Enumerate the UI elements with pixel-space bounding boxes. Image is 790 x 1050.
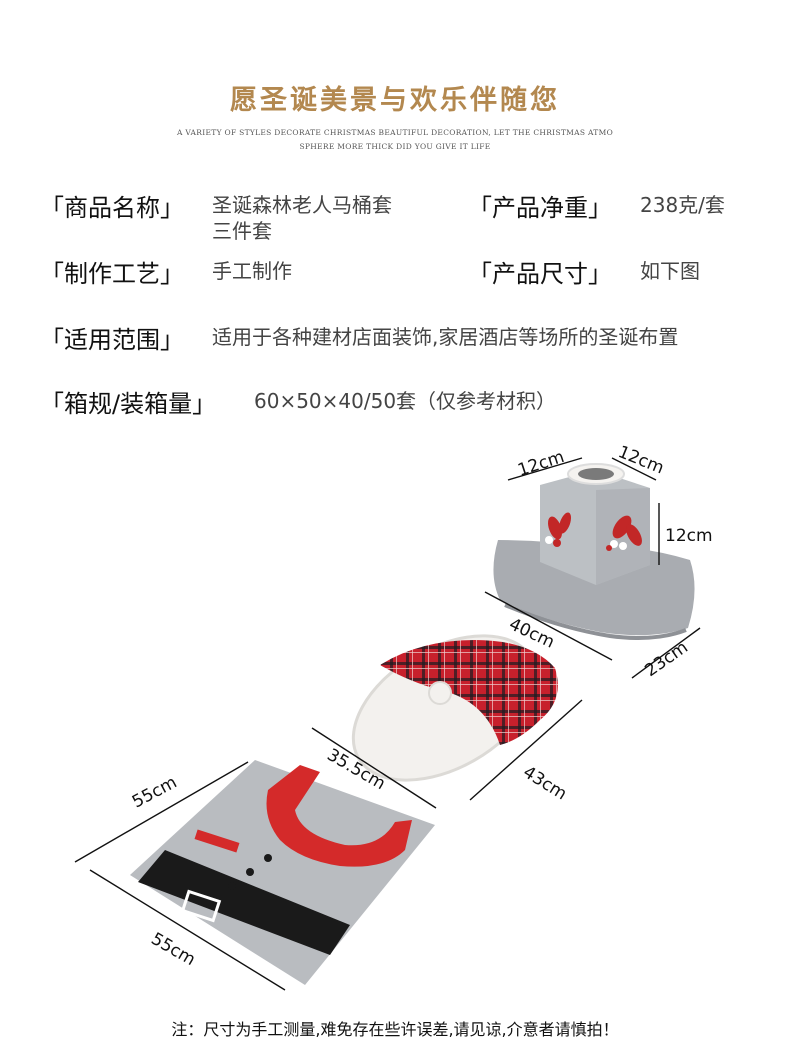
spec-scope-label: 「适用范围」	[40, 326, 184, 354]
dim-tank-top-left: 12cm	[515, 447, 566, 481]
spec-name-label: 「商品名称」	[40, 194, 184, 222]
page-title: 愿圣诞美景与欢乐伴随您	[230, 85, 560, 116]
holly-icon	[606, 515, 642, 551]
spec-name-value-line2: 三件套	[212, 219, 272, 243]
footer-note: 注：尺寸为手工测量,难免存在些许误差,请见谅,介意者请慎拍！	[171, 1020, 619, 1039]
spec-weight-value: 238克/套	[640, 193, 725, 217]
dimension-lines	[74, 457, 701, 991]
spec-scope-value: 适用于各种建材店面装饰,家居酒店等场所的圣诞布置	[212, 325, 679, 349]
lid-cover	[351, 634, 558, 782]
tank-cover	[493, 463, 695, 640]
dim-lid-length: 43cm	[519, 762, 570, 804]
page-subtitle-line2: SPHERE MORE THICK DID YOU GIVE IT LIFE	[299, 142, 491, 151]
dim-mat-length: 55cm	[148, 929, 199, 970]
spec-box-value: 60×50×40/50套（仅参考材积）	[254, 389, 557, 413]
floor-mat	[130, 760, 435, 985]
holly-icon	[545, 512, 572, 547]
spec-craft-value: 手工制作	[212, 259, 292, 283]
page-subtitle-line1: A VARIETY OF STYLES DECORATE CHRISTMAS B…	[176, 128, 614, 137]
spec-size-label: 「产品尺寸」	[468, 260, 612, 288]
spec-weight-label: 「产品净重」	[468, 194, 612, 222]
spec-size-value: 如下图	[640, 259, 700, 283]
dim-mat-width: 55cm	[129, 772, 180, 812]
dim-tank-depth: 23cm	[641, 637, 691, 681]
spec-craft-label: 「制作工艺」	[40, 260, 184, 288]
dim-tank-height: 12cm	[665, 526, 713, 546]
spec-box-label: 「箱规/装箱量」	[40, 390, 217, 418]
spec-name-value-line1: 圣诞森林老人马桶套	[212, 193, 392, 217]
